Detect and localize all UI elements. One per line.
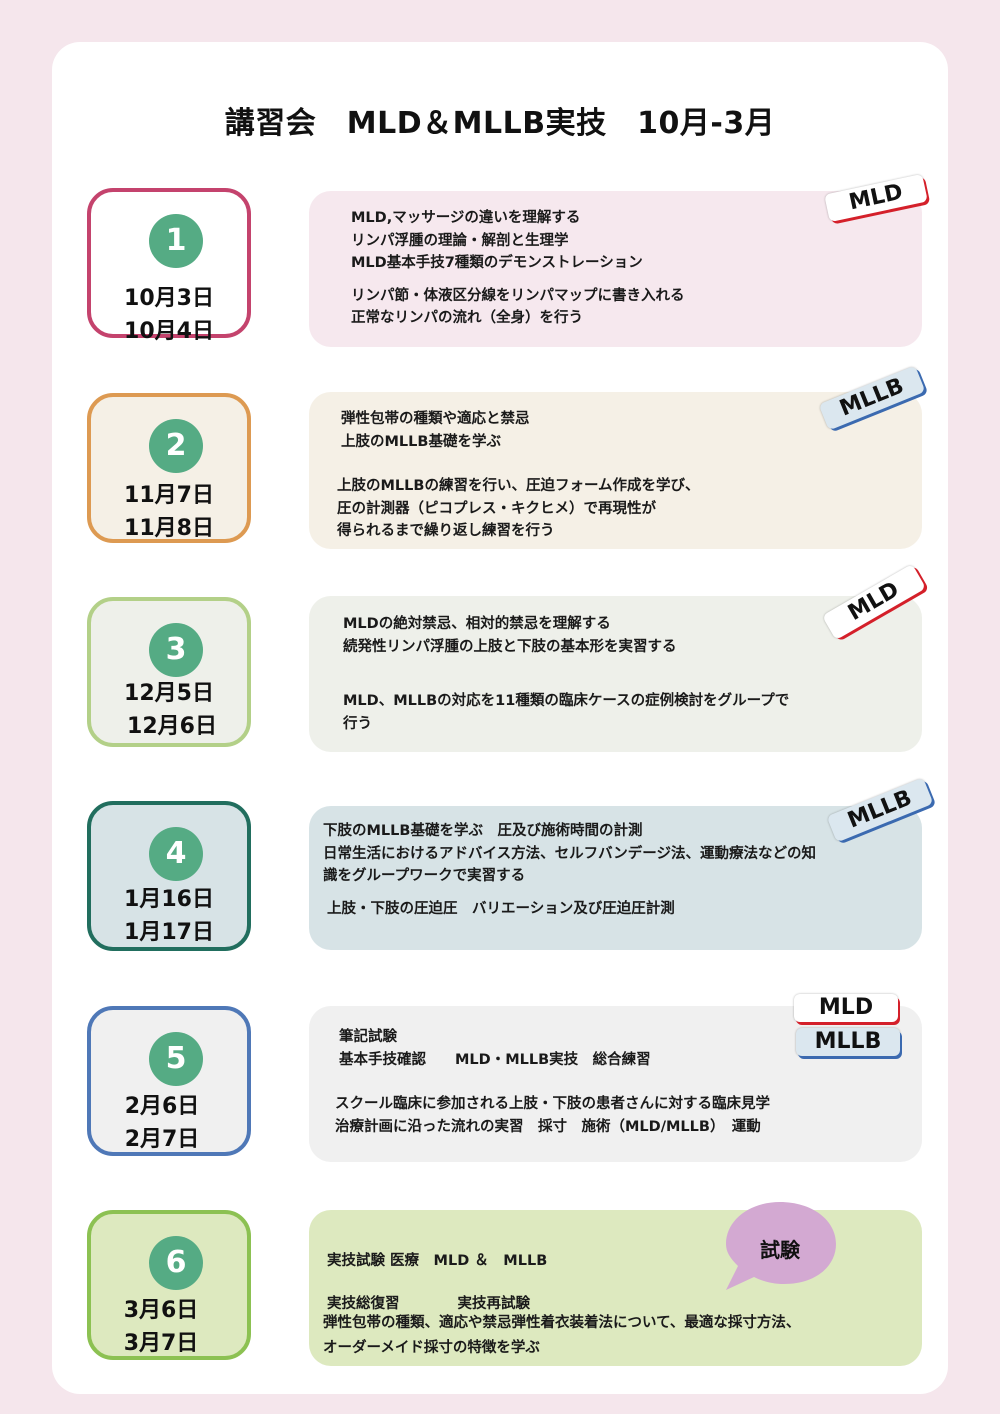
session-date-1: 3月6日 (123, 1298, 199, 1323)
session-dates: 1月16日 1月17日 (91, 883, 247, 949)
session-dates: 12月5日 12月6日 (91, 677, 247, 743)
session-4-date-box: 4 1月16日 1月17日 (87, 801, 251, 951)
content-line: 日常生活におけるアドバイス方法、セルフバンデージ法、運動療法などの知 (323, 845, 816, 862)
session-3-content: MLDの絶対禁忌、相対的禁忌を理解する 続発性リンパ浮腫の上肢と下肢の基本形を実… (309, 596, 922, 752)
content-line: リンパ節・体液区分線をリンパマップに書き入れる (351, 287, 685, 304)
session-dates: 10月3日 10月4日 (91, 282, 247, 348)
session-dates: 2月6日 2月7日 (91, 1090, 247, 1156)
session-date-2: 1月17日 (124, 920, 214, 945)
content-line: 上肢のMLLB基礎を学ぶ (341, 433, 501, 450)
content-line: 圧の計測器（ピコプレス・キクヒメ）で再現性が (337, 500, 656, 517)
session-1-date-box: 1 10月3日 10月4日 (87, 188, 251, 344)
session-2-content: 弾性包帯の種類や適応と禁忌 上肢のMLLB基礎を学ぶ 上肢のMLLBの練習を行い… (309, 392, 922, 549)
session-date-2: 11月8日 (124, 516, 214, 541)
session-dates: 3月6日 3月7日 (91, 1294, 247, 1360)
session-number-badge: 4 (149, 827, 203, 881)
session-date-1: 11月7日 (124, 483, 214, 508)
mld-tag: MLD (794, 994, 898, 1022)
content-line: 実技総復習 実技再試験 (327, 1295, 530, 1312)
exam-badge-label: 試験 (760, 1238, 800, 1262)
exam-speech-bubble: 試験 (724, 1200, 836, 1290)
session-1-content: MLD,マッサージの違いを理解する リンパ浮腫の理論・解剖と生理学 MLD基本手… (309, 191, 922, 347)
session-number-badge: 5 (149, 1032, 203, 1086)
session-number-badge: 3 (149, 623, 203, 677)
speech-bubble-icon (726, 1202, 836, 1290)
content-line: 行う (343, 715, 372, 732)
content-line: オーダーメイド採寸の特徴を学ぶ (323, 1339, 540, 1356)
session-date-1: 2月6日 (124, 1094, 200, 1119)
content-line: 弾性包帯の種類や適応と禁忌 (341, 411, 530, 427)
content-line: 筆記試験 (339, 1029, 397, 1045)
content-line: MLD、MLLBの対応を11種類の臨床ケースの症例検討をグループで (343, 693, 790, 709)
content-line: MLDの絶対禁忌、相対的禁忌を理解する (343, 616, 611, 632)
session-4-content: 下肢のMLLB基礎を学ぶ 圧及び施術時間の計測 日常生活におけるアドバイス方法、… (309, 806, 922, 950)
content-line: 正常なリンパの流れ（全身）を行う (351, 310, 583, 326)
session-date-2: 12月6日 (127, 714, 217, 739)
session-date-2: 10月4日 (124, 319, 214, 344)
content-line: リンパ浮腫の理論・解剖と生理学 (351, 232, 569, 249)
content-line: 下肢のMLLB基礎を学ぶ 圧及び施術時間の計測 (323, 823, 643, 839)
session-dates: 11月7日 11月8日 (91, 479, 247, 545)
session-date-2: 3月7日 (123, 1331, 199, 1356)
content-line: 治療計画に沿った流れの実習 採寸 施術（MLD/MLLB） 運動 (335, 1118, 761, 1135)
content-line: 実技試験 医療 MLD ＆ MLLB (327, 1253, 548, 1269)
session-2-date-box: 2 11月7日 11月8日 (87, 393, 251, 543)
content-line: MLD基本手技7種類のデモンストレーション (351, 255, 643, 271)
session-number-badge: 2 (149, 419, 203, 473)
content-line: MLD,マッサージの違いを理解する (351, 210, 581, 226)
session-number-badge: 6 (149, 1236, 203, 1290)
content-line: 続発性リンパ浮腫の上肢と下肢の基本形を実習する (343, 638, 677, 655)
session-3-date-box: 3 12月5日 12月6日 (87, 597, 251, 747)
session-date-2: 2月7日 (124, 1127, 200, 1152)
session-number-badge: 1 (149, 214, 203, 268)
content-line: 得られるまで繰り返し練習を行う (337, 523, 555, 539)
content-line: 識をグループワークで実習する (323, 868, 526, 884)
content-line: 上肢・下肢の圧迫圧 バリエーション及び圧迫圧計測 (327, 900, 675, 917)
session-6-date-box: 6 3月6日 3月7日 (87, 1210, 251, 1360)
session-date-1: 12月5日 (124, 681, 214, 706)
mllb-tag: MLLB (796, 1028, 900, 1056)
content-line: 上肢のMLLBの練習を行い、圧迫フォーム作成を学び、 (337, 478, 700, 494)
content-line: 弾性包帯の種類、適応や禁忌弾性着衣装着法について、最適な採寸方法、 (323, 1314, 801, 1331)
page-title: 講習会 MLD＆MLLB実技 10月-3月 (224, 106, 776, 141)
session-5-date-box: 5 2月6日 2月7日 (87, 1006, 251, 1156)
content-line: 基本手技確認 MLD・MLLB実技 総合練習 (339, 1051, 651, 1068)
session-date-1: 1月16日 (124, 887, 214, 912)
content-line: スクール臨床に参加される上肢・下肢の患者さんに対する臨床見学 (335, 1096, 770, 1112)
session-date-1: 10月3日 (124, 286, 214, 311)
